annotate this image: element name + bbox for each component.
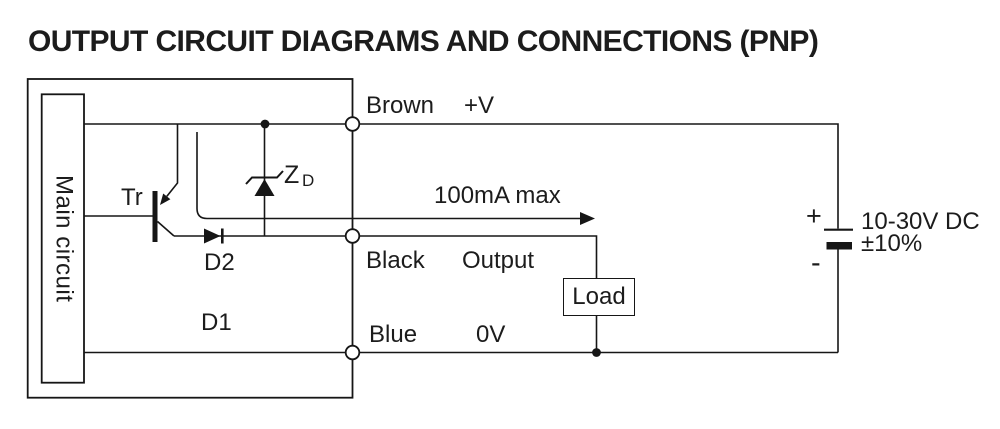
- zener-cathode-bar: [245, 170, 284, 185]
- battery-negative-plate: [826, 242, 852, 250]
- transistor-collector-wire: [156, 220, 175, 237]
- supply-tolerance-label: ±10%: [861, 230, 923, 257]
- diode-d1-label: D1: [201, 309, 232, 336]
- terminal-black: [344, 228, 361, 244]
- current-direction-arrow: [196, 132, 595, 225]
- supply-voltage-label: 10-30V DC: [861, 208, 980, 235]
- brown-wire-label: Brown: [366, 92, 435, 119]
- battery-symbol: [824, 228, 853, 353]
- zener-anode-triangle: [254, 179, 275, 196]
- transistor-emitter-arrow: [160, 193, 171, 205]
- black-wire-label: Black: [366, 247, 425, 274]
- main-circuit-label: Main circuit: [50, 174, 78, 303]
- black-signal-label: Output: [462, 247, 535, 274]
- terminal-brown: [344, 116, 361, 132]
- terminal-blue: [344, 344, 361, 361]
- page-title: OUTPUT CIRCUIT DIAGRAMS AND CONNECTIONS …: [28, 25, 819, 58]
- load-label: Load: [572, 283, 626, 310]
- current-max-label: 100mA max: [434, 182, 561, 209]
- blue-signal-label: 0V: [476, 321, 506, 348]
- blue-wire-label: Blue: [369, 321, 418, 348]
- blue-junction-dot: [592, 348, 601, 357]
- transistor-label: Tr: [121, 184, 143, 211]
- brown-wire: [84, 123, 839, 229]
- transistor-base-bar: [152, 191, 158, 242]
- diode-d2-label: D2: [204, 249, 235, 276]
- load-box: Load: [563, 278, 635, 316]
- zener-diode-symbol: [245, 170, 284, 196]
- battery-minus-label: -: [811, 247, 821, 279]
- zener-label-subscript: D: [302, 171, 315, 190]
- diode-d2-symbol: [204, 228, 224, 244]
- transistor-emitter-wire: [166, 124, 179, 197]
- transistor-symbol: [84, 124, 179, 242]
- battery-plus-label: +: [806, 201, 822, 231]
- black-output-wire: [174, 235, 598, 278]
- brown-signal-label: +V: [464, 92, 495, 119]
- main-circuit-box: [40, 93, 85, 384]
- diode-d2-triangle: [204, 228, 221, 244]
- zener-label: Z: [284, 161, 300, 189]
- current-arrow-head: [580, 212, 595, 225]
- current-arrow-line: [196, 132, 581, 220]
